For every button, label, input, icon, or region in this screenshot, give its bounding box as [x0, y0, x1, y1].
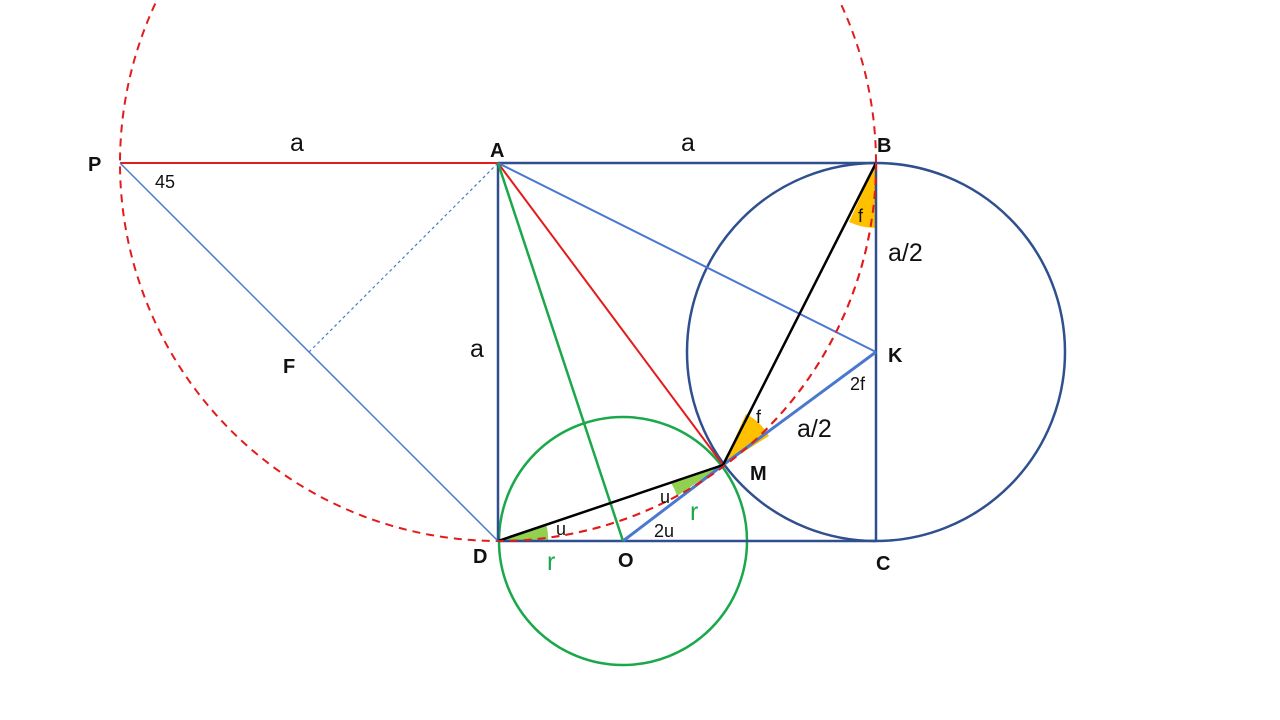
segment-ao [496, 162, 625, 542]
label-angle-b: f [858, 206, 864, 226]
segment-bm [721, 162, 878, 466]
label-point-f: F [283, 356, 295, 378]
segment-km [722, 350, 877, 467]
segment-om [622, 463, 724, 543]
dashed-arc-inside-square [497, 162, 877, 542]
label-angle-d: u [556, 519, 566, 539]
label-point-c: C [876, 553, 890, 575]
label-point-o: O [618, 550, 634, 572]
label-length-pa: a [290, 129, 304, 157]
label-length-ab: a [681, 129, 695, 157]
label-point-a: A [490, 140, 504, 162]
label-point-d: D [473, 546, 487, 568]
label-angle-m-green: u [660, 487, 670, 507]
angle-wedge-m-green [671, 465, 723, 496]
segment-ak [497, 162, 877, 353]
segment-dm [497, 463, 724, 543]
angle-wedge-m-orange [723, 414, 769, 465]
label-angle-m-orange: f [756, 407, 762, 427]
segment-am [497, 162, 724, 466]
label-length-do: r [547, 548, 555, 576]
label-length-bk: a/2 [888, 239, 923, 267]
label-length-km: a/2 [797, 415, 832, 443]
label-angle-k: 2f [850, 374, 866, 394]
label-point-m: M [750, 463, 767, 485]
label-point-k: K [888, 345, 903, 367]
segment-fa-dotted [308, 162, 499, 353]
angle-wedge-b [849, 163, 876, 228]
label-point-p: P [88, 154, 101, 176]
label-angle-o: 2u [654, 521, 674, 541]
label-length-om: r [690, 498, 698, 526]
label-point-b: B [877, 135, 891, 157]
label-angle-p: 45 [155, 172, 175, 192]
label-length-ad: a [470, 335, 484, 363]
